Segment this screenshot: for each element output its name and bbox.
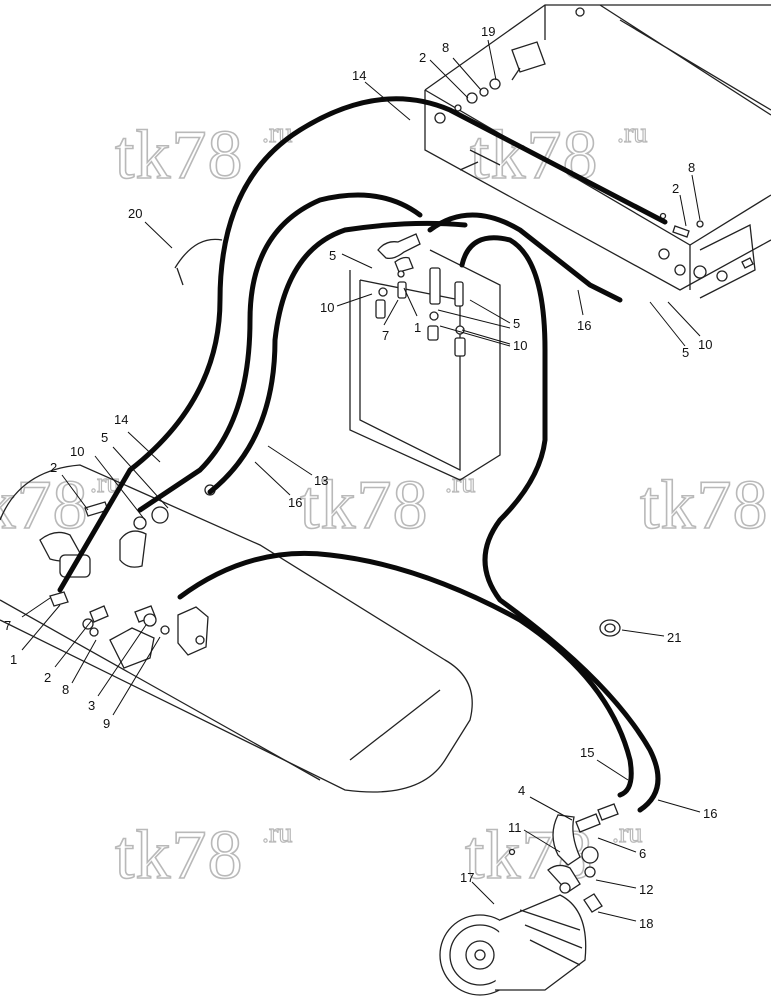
callout-5: 5: [513, 316, 520, 331]
callouts: 19 8 2 14 8 2 20 5 10 7 1 5 10 16 5 10 1…: [4, 24, 717, 931]
watermarks: tk78 .ru tk78 .ru tk78 .ru tk78 .ru tk78…: [0, 116, 768, 895]
callout-5: 5: [101, 430, 108, 445]
callout-10: 10: [698, 337, 712, 352]
callout-3: 3: [88, 698, 95, 713]
callout-13: 13: [314, 473, 328, 488]
hose-16-upper: [207, 220, 468, 495]
callout-21: 21: [667, 630, 681, 645]
callout-16: 16: [703, 806, 717, 821]
watermark-text: tk78: [115, 817, 243, 894]
leader-lines: [21, 39, 701, 922]
callout-8: 8: [62, 682, 69, 697]
hose-14: [57, 96, 668, 593]
callout-2: 2: [672, 181, 679, 196]
callout-10: 10: [70, 444, 84, 459]
hoses: [57, 96, 668, 813]
hose-clip-20: [174, 238, 225, 286]
callout-10: 10: [513, 338, 527, 353]
callout-14: 14: [352, 68, 366, 83]
condenser: [424, 4, 771, 299]
watermark-suffix: .ru: [262, 118, 292, 149]
watermark-text: tk78: [0, 467, 88, 544]
watermark-suffix: .ru: [617, 118, 647, 149]
callout-8: 8: [442, 40, 449, 55]
callout-5: 5: [329, 248, 336, 263]
hose-suction: [427, 212, 623, 303]
evaporator-unit: [349, 233, 501, 481]
watermark-suffix: .ru: [612, 818, 642, 849]
callout-19: 19: [481, 24, 495, 39]
hose-clamp-21: [599, 619, 621, 637]
hose-15: [177, 550, 634, 798]
watermark-text: tk78: [300, 467, 428, 544]
callout-16: 16: [288, 495, 302, 510]
callout-9: 9: [103, 716, 110, 731]
callout-20: 20: [128, 206, 142, 221]
watermark-suffix: .ru: [262, 818, 292, 849]
compressor: [439, 803, 619, 996]
watermark-text: tk78: [115, 117, 243, 194]
callout-10: 10: [320, 300, 334, 315]
callout-11: 11: [508, 820, 522, 835]
callout-2: 2: [50, 460, 57, 475]
hose-16: [459, 235, 661, 813]
hose-13: [137, 192, 423, 513]
callout-7: 7: [4, 618, 11, 633]
callout-14: 14: [114, 412, 128, 427]
callout-8: 8: [688, 160, 695, 175]
callout-7: 7: [382, 328, 389, 343]
callout-5: 5: [682, 345, 689, 360]
callout-2: 2: [419, 50, 426, 65]
callout-1: 1: [414, 320, 421, 335]
callout-17: 17: [460, 870, 474, 885]
callout-15: 15: [580, 745, 594, 760]
callout-12: 12: [639, 882, 653, 897]
callout-18: 18: [639, 916, 653, 931]
callout-16: 16: [577, 318, 591, 333]
callout-4: 4: [518, 783, 525, 798]
callout-2: 2: [44, 670, 51, 685]
watermark-text: tk78: [640, 467, 768, 544]
callout-1: 1: [10, 652, 17, 667]
callout-6: 6: [639, 846, 646, 861]
